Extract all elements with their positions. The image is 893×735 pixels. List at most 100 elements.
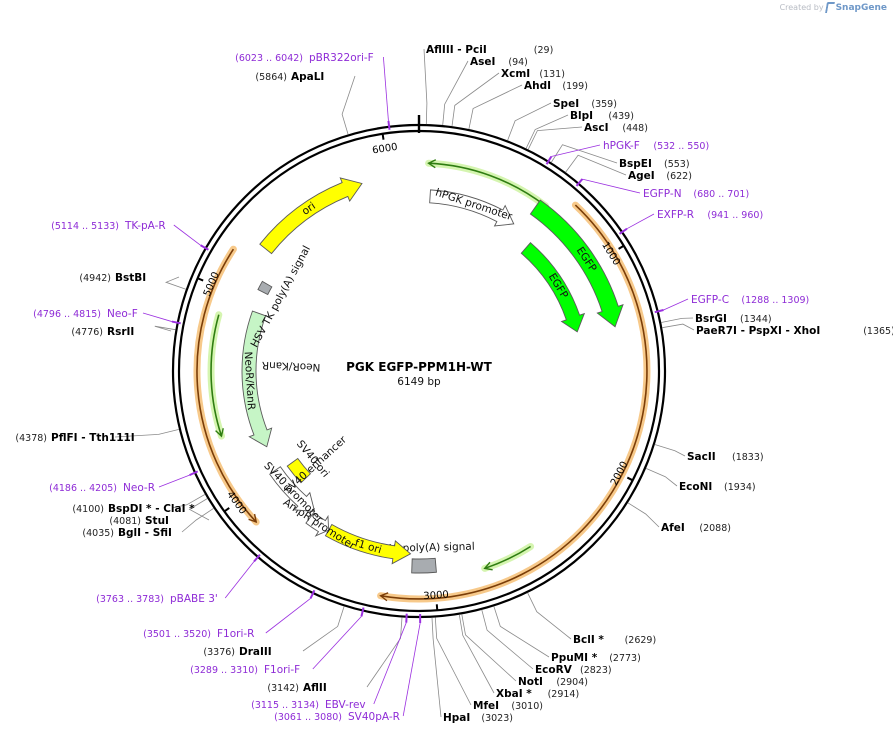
feature-label-neor-kanr: NeoR/KanR xyxy=(262,359,321,373)
site-name: BspEI xyxy=(619,158,652,170)
site-position: (2904) xyxy=(556,677,588,688)
primer-leader-line xyxy=(402,622,421,717)
site-name: AfeI xyxy=(661,522,685,534)
site-spei[interactable]: SpeI(359) xyxy=(553,98,617,110)
primer-range: (680 .. 701) xyxy=(693,189,749,200)
orf-arrowhead-icon xyxy=(215,428,224,438)
orf-arrowhead-icon xyxy=(483,561,493,571)
site-bcli[interactable]: BclI * (2629) xyxy=(573,634,656,646)
site-hpai[interactable]: HpaI(3023) xyxy=(443,712,513,724)
feature-ori xyxy=(259,177,363,255)
site-name: BspDI * - ClaI * xyxy=(108,503,195,515)
site-leader-line xyxy=(451,72,500,127)
site-name: BglI - SfiI xyxy=(118,527,172,539)
primer-hpgk-f[interactable]: hPGK-F(532 .. 550) xyxy=(603,140,709,152)
primer-f1ori-r[interactable]: (3501 .. 3520)F1ori-R xyxy=(143,628,254,640)
primer-name: SV40pA-R xyxy=(348,711,400,723)
site-xbai[interactable]: XbaI *(2914) xyxy=(496,688,579,700)
primer-mark-icon xyxy=(253,554,261,563)
site-name: StuI xyxy=(145,515,169,527)
primer-pbabe-3[interactable]: (3763 .. 3783)pBABE 3' xyxy=(96,593,218,605)
primer-name: EBV-rev xyxy=(325,699,366,711)
site-bsrgi[interactable]: BsrGI(1344) xyxy=(695,313,772,325)
site-noti[interactable]: NotI(2904) xyxy=(518,676,588,688)
site-asci[interactable]: AscI(448) xyxy=(584,122,648,134)
site-name: HpaI xyxy=(443,712,470,724)
primer-leader-line xyxy=(551,144,601,157)
feature-label-neor-kanr: NeoR/KanR xyxy=(242,351,257,410)
site-apali[interactable]: (5864)ApaLI xyxy=(255,71,324,83)
primer-mark-icon xyxy=(545,156,553,165)
primer-egfp-c[interactable]: EGFP-C(1288 .. 1309) xyxy=(691,294,809,306)
primer-name: F1ori-F xyxy=(264,664,300,676)
site-rsrii[interactable]: (4776)RsrII xyxy=(71,326,134,338)
site-name: BclI * xyxy=(573,634,604,646)
site-position: (2629) xyxy=(625,635,657,646)
primer-tk-pa-r[interactable]: (5114 .. 5133)TK-pA-R xyxy=(51,220,166,232)
site-name: EcoNI xyxy=(679,481,712,493)
primer-name: hPGK-F xyxy=(603,140,640,152)
site-bspdi[interactable]: (4100)BspDI * - ClaI * xyxy=(72,503,195,515)
tick-label: 6000 xyxy=(372,142,399,157)
site-asei[interactable]: AseI(94) xyxy=(470,56,528,68)
primer-leader-line xyxy=(173,224,201,246)
site-position: (199) xyxy=(562,81,588,92)
orf-arc xyxy=(484,545,532,570)
site-name: BstBI xyxy=(115,272,146,284)
site-leader-line xyxy=(442,60,469,126)
site-position: (3376) xyxy=(203,647,235,658)
feature-egfp xyxy=(520,242,586,333)
site-name: XcmI xyxy=(501,68,530,80)
tick-mark xyxy=(223,507,230,513)
site-aflii[interactable]: (3142)AflII xyxy=(267,682,326,694)
orf-arc-glow xyxy=(377,201,651,603)
site-leader-line xyxy=(550,144,618,164)
site-name: BsrGI xyxy=(695,313,727,325)
primer-name: EXFP-R xyxy=(657,209,694,221)
site-ahdi[interactable]: AhdI(199) xyxy=(524,80,588,92)
tick-label: 3000 xyxy=(423,589,449,602)
site-name: MfeI xyxy=(473,700,499,712)
site-leader-line xyxy=(661,317,694,323)
site-ppumi[interactable]: PpuMI *(2773) xyxy=(551,652,641,664)
site-sacii[interactable]: SacII(1833) xyxy=(687,451,764,463)
primer-exfp-r[interactable]: EXFP-R(941 .. 960) xyxy=(657,209,763,221)
site-ecorv[interactable]: EcoRV(2823) xyxy=(535,664,612,676)
orf-arrowhead-icon xyxy=(427,159,437,169)
site-position: (4776) xyxy=(71,327,103,338)
site-pflfi[interactable]: (4378)PflFI - Tth111I xyxy=(15,432,134,444)
primer-neo-f[interactable]: (4796 .. 4815)Neo-F xyxy=(33,308,138,320)
site-bspei[interactable]: BspEI(553) xyxy=(619,158,690,170)
site-bgli[interactable]: (4035)BglI - SfiI xyxy=(82,527,172,539)
primer-ebv-rev[interactable]: (3115 .. 3134)EBV-rev xyxy=(251,699,366,711)
site-bstbi[interactable]: (4942)BstBI xyxy=(79,272,146,284)
primer-pbr322ori-f[interactable]: (6023 .. 6042)pBR322ori-F xyxy=(235,52,374,64)
orf-arrowhead-icon xyxy=(379,592,389,602)
site-draiii[interactable]: (3376)DraIII xyxy=(203,646,271,658)
site-position: (94) xyxy=(508,57,528,68)
site-blpi[interactable]: BlpI(439) xyxy=(570,110,634,122)
site-xcmi[interactable]: XcmI(131) xyxy=(501,68,565,80)
primer-range: (3061 .. 3080) xyxy=(274,712,342,723)
primer-f1ori-f[interactable]: (3289 .. 3310)F1ori-F xyxy=(190,664,300,676)
site-afei[interactable]: AfeI(2088) xyxy=(661,522,731,534)
feature-egfp xyxy=(529,199,624,328)
primer-range: (4796 .. 4815) xyxy=(33,309,101,320)
site-position: (29) xyxy=(534,45,554,56)
site-afliii[interactable]: AflIII - PciI(29) xyxy=(426,44,553,56)
site-position: (4378) xyxy=(15,433,47,444)
feature-sv40-ori xyxy=(286,457,312,484)
primer-egfp-n[interactable]: EGFP-N(680 .. 701) xyxy=(643,188,749,200)
primer-leader-line xyxy=(224,561,255,599)
primer-mark-icon xyxy=(618,227,628,235)
primer-sv40pa-r[interactable]: (3061 .. 3080) SV40pA-R xyxy=(274,711,400,723)
site-agei[interactable]: AgeI(622) xyxy=(628,170,692,182)
site-econi[interactable]: EcoNI(1934) xyxy=(679,481,756,493)
feature-sv40-promoter xyxy=(269,466,316,512)
site-stui[interactable]: (4081)StuI xyxy=(109,515,169,527)
tick-label: 5000 xyxy=(202,270,222,298)
site-mfei[interactable]: MfeI(3010) xyxy=(473,700,543,712)
site-paer7i[interactable]: PaeR7I - PspXI - XhoI(1365) xyxy=(696,325,893,337)
primer-neo-r[interactable]: (4186 .. 4205)Neo-R xyxy=(49,482,155,494)
